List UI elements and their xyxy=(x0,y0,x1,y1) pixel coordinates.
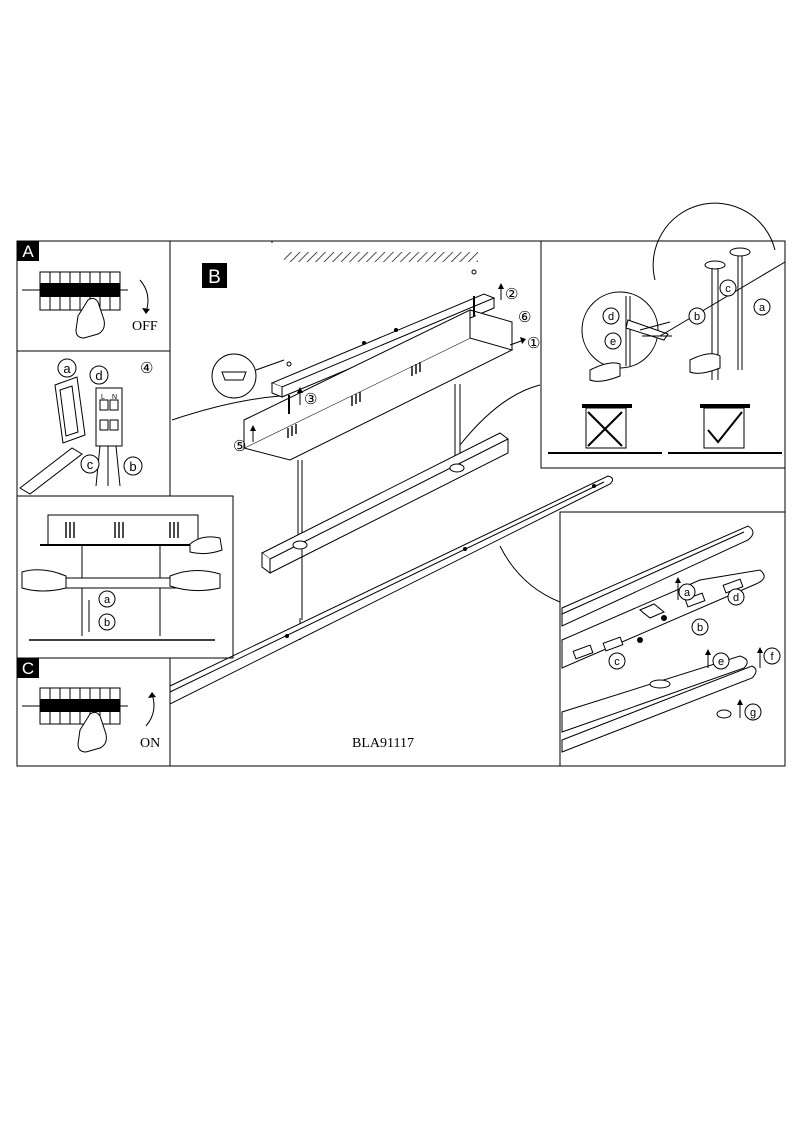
step-2-number: ② xyxy=(505,287,518,303)
hand-icon xyxy=(75,297,105,339)
off-caption: OFF xyxy=(132,319,158,334)
svg-text:b: b xyxy=(694,311,700,323)
panel-step4: ④ L N a d c b xyxy=(16,350,171,497)
hand-top-icon xyxy=(189,536,223,555)
label-a-circle: a xyxy=(57,358,77,378)
hand-icon xyxy=(77,711,107,753)
svg-text:f: f xyxy=(770,651,774,663)
svg-text:c: c xyxy=(87,457,94,472)
panel-a-letter: A xyxy=(22,242,34,261)
light-bar-profile xyxy=(261,432,509,574)
svg-text:d: d xyxy=(95,368,102,383)
connector-box-icon: L N xyxy=(19,376,123,495)
model-code: BLA91117 xyxy=(352,736,414,751)
step-1-number: ① xyxy=(527,336,540,352)
panel-ceiling-detail: d e b c a xyxy=(540,202,786,469)
on-caption: ON xyxy=(140,736,160,751)
svg-text:a: a xyxy=(63,361,71,376)
panel-bar-detail: a d b c e f g xyxy=(559,511,786,767)
svg-text:b: b xyxy=(104,617,110,629)
label-a-circle: a xyxy=(753,298,771,316)
breaker-panel-icon xyxy=(22,271,128,311)
label-g-circle: g xyxy=(744,703,762,721)
wrong-mount-icon xyxy=(548,404,662,454)
panel-height-adjust: a b xyxy=(16,495,234,659)
panel-c: C ON xyxy=(16,657,171,767)
label-c-circle: c xyxy=(719,279,737,297)
panel-b-letter: B xyxy=(208,267,221,288)
svg-text:a: a xyxy=(759,302,766,314)
step-5-number: ⑤ xyxy=(233,439,246,455)
label-a-circle: a xyxy=(98,590,116,608)
arrow-up-icon xyxy=(145,693,155,727)
label-e-circle: e xyxy=(712,652,730,670)
step-6-number: ⑥ xyxy=(518,310,531,326)
ceiling-canopy xyxy=(242,309,514,461)
svg-text:g: g xyxy=(750,707,756,719)
label-b-circle: b xyxy=(688,307,706,325)
label-b-circle: b xyxy=(691,618,709,636)
svg-text:a: a xyxy=(684,587,691,599)
hand-right-icon xyxy=(169,570,221,592)
svg-text:b: b xyxy=(697,622,703,634)
step-3-number: ③ xyxy=(304,392,317,408)
light-bar-luminaire xyxy=(169,475,614,705)
svg-text:e: e xyxy=(610,336,616,348)
terminal-n: N xyxy=(112,394,117,401)
svg-text:d: d xyxy=(608,311,614,323)
label-a-circle: a xyxy=(678,583,696,601)
label-d-circle: d xyxy=(89,365,109,385)
svg-text:a: a xyxy=(104,594,111,606)
svg-text:c: c xyxy=(725,283,731,295)
label-e-circle: e xyxy=(604,332,622,350)
svg-text:c: c xyxy=(614,656,620,668)
terminal-l: L xyxy=(101,394,105,401)
arrow-down-icon xyxy=(139,279,149,313)
panel-b: B xyxy=(169,240,614,751)
label-f-circle: f xyxy=(763,647,781,665)
ceiling-hatch xyxy=(284,252,478,262)
label-b-circle: b xyxy=(123,456,143,476)
label-d-circle: d xyxy=(727,588,745,606)
label-d-circle: d xyxy=(602,307,620,325)
panel-c-letter: C xyxy=(22,659,34,678)
label-c-circle: c xyxy=(608,652,626,670)
svg-text:d: d xyxy=(733,592,739,604)
step4-number: ④ xyxy=(140,361,153,377)
svg-text:b: b xyxy=(129,459,136,474)
svg-text:e: e xyxy=(718,656,724,668)
breaker-panel-icon xyxy=(22,687,128,725)
hand-left-icon xyxy=(21,569,67,592)
pliers-icon xyxy=(639,321,672,337)
label-b-circle: b xyxy=(98,613,116,631)
correct-mount-icon xyxy=(668,404,782,454)
label-c-circle: c xyxy=(80,454,100,474)
panel-a: A OFF xyxy=(16,240,171,352)
